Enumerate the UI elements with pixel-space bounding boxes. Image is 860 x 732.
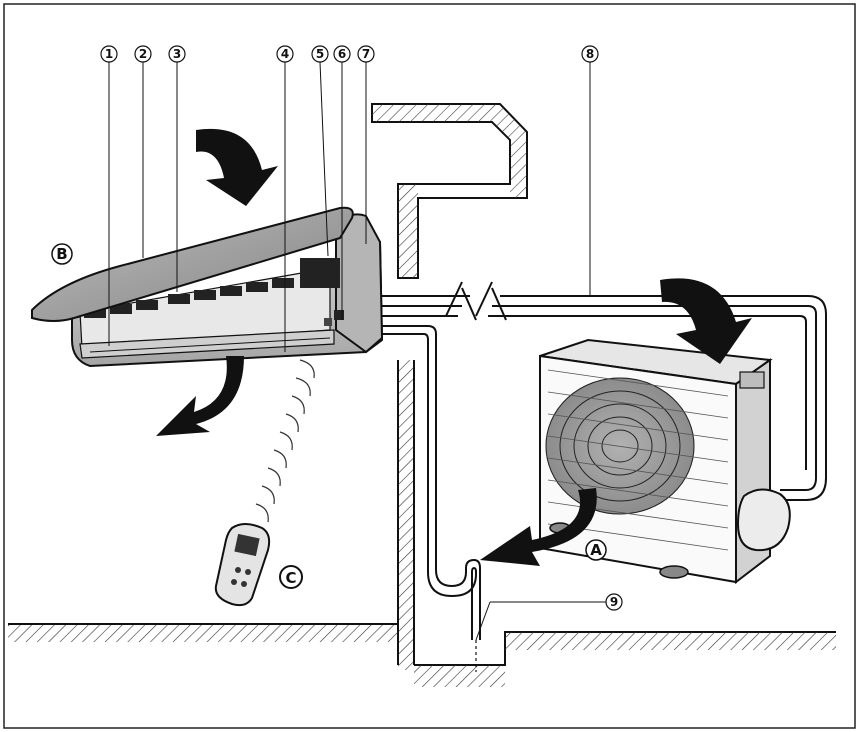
svg-text:B: B xyxy=(56,245,67,263)
remote-control xyxy=(214,523,271,607)
callout-4: 4 xyxy=(276,45,294,63)
svg-text:1: 1 xyxy=(105,47,113,61)
front-flap xyxy=(31,206,354,322)
callout-9: 9 xyxy=(605,593,623,611)
callout-1: 1 xyxy=(100,45,118,63)
refrigerant-pipes xyxy=(378,281,827,501)
arrow-outflow-indoor xyxy=(156,356,244,436)
svg-text:3: 3 xyxy=(173,47,181,61)
airflow-arrows xyxy=(156,128,752,566)
callout-markers: 1 2 3 4 5 6 7 8 xyxy=(100,45,623,611)
arrow-intake-outdoor xyxy=(660,278,752,364)
floor-left xyxy=(8,623,398,642)
drain-pipe xyxy=(378,325,481,672)
leader-lines xyxy=(108,61,606,641)
wall xyxy=(397,360,415,670)
part-marker-outdoor-unit: A xyxy=(585,539,607,561)
floor-right xyxy=(414,631,836,687)
callout-2: 2 xyxy=(134,45,152,63)
callout-3: 3 xyxy=(168,45,186,63)
callout-8: 8 xyxy=(581,45,599,63)
svg-text:8: 8 xyxy=(586,47,594,61)
indoor-unit xyxy=(31,206,384,368)
ceiling-structure xyxy=(371,103,528,279)
callout-6: 6 xyxy=(333,45,351,63)
arrow-intake-indoor xyxy=(196,128,278,206)
svg-text:7: 7 xyxy=(362,47,370,61)
svg-text:A: A xyxy=(590,541,602,559)
svg-text:4: 4 xyxy=(281,47,289,61)
part-markers: B A C xyxy=(51,243,607,589)
frame xyxy=(3,3,856,729)
svg-text:2: 2 xyxy=(139,47,147,61)
svg-text:5: 5 xyxy=(316,47,324,61)
indoor-filter-slots xyxy=(84,278,294,318)
callout-5: 5 xyxy=(311,45,329,63)
outdoor-unit xyxy=(539,338,791,585)
arrow-outflow-outdoor xyxy=(480,488,597,566)
part-marker-indoor-unit: B xyxy=(51,243,73,265)
outdoor-grille-lines xyxy=(547,369,729,551)
part-marker-remote-control: C xyxy=(279,565,303,589)
svg-text:6: 6 xyxy=(338,47,346,61)
svg-text:9: 9 xyxy=(610,595,618,609)
callout-7: 7 xyxy=(357,45,375,63)
valve-cover xyxy=(736,488,791,552)
svg-text:C: C xyxy=(285,569,296,587)
remote-signal-waves xyxy=(255,359,315,523)
